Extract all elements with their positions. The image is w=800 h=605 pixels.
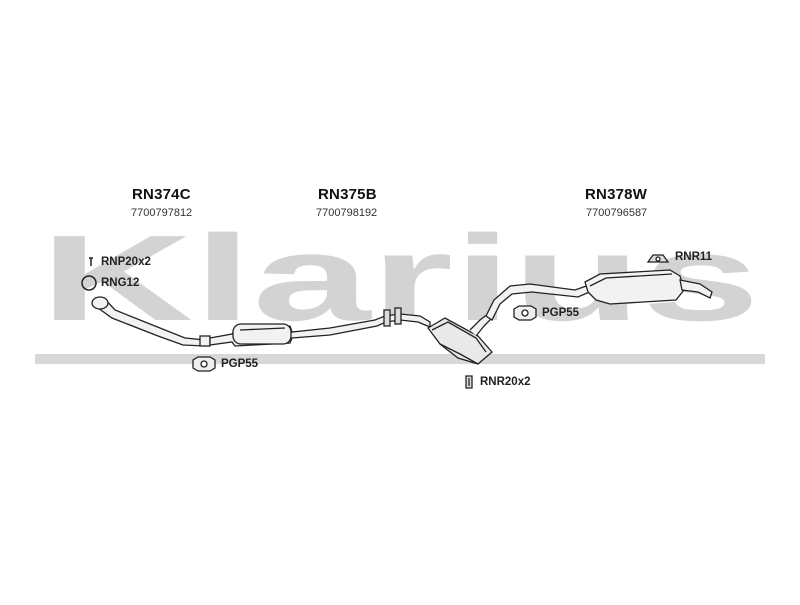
- fitting-label: PGP55: [221, 358, 259, 370]
- part-code: RN375B: [318, 186, 377, 203]
- part-code: RN378W: [585, 186, 648, 203]
- fitting-label: RNR20x2: [480, 376, 531, 388]
- gasket-ring-icon: [81, 275, 97, 291]
- fitting-label: RNR11: [675, 251, 713, 263]
- front-pipe: [91, 296, 211, 347]
- pipe-clamp-icon: [192, 356, 216, 372]
- fitting-label: PGP55: [542, 307, 580, 319]
- hook-icon: [89, 257, 93, 266]
- part-number: 7700798192: [316, 207, 378, 219]
- part-code: RN374C: [132, 186, 191, 203]
- rear-section: [485, 269, 713, 321]
- pipe-clamp-icon: [513, 305, 537, 321]
- rubber-hanger-icon: [465, 375, 473, 389]
- mounting-rubber-icon: [646, 254, 670, 263]
- fitting-label: RNP20x2: [101, 256, 151, 268]
- part-number: 7700797812: [131, 207, 193, 219]
- part-number: 7700796587: [586, 207, 648, 219]
- fitting-label: RNG12: [101, 277, 140, 289]
